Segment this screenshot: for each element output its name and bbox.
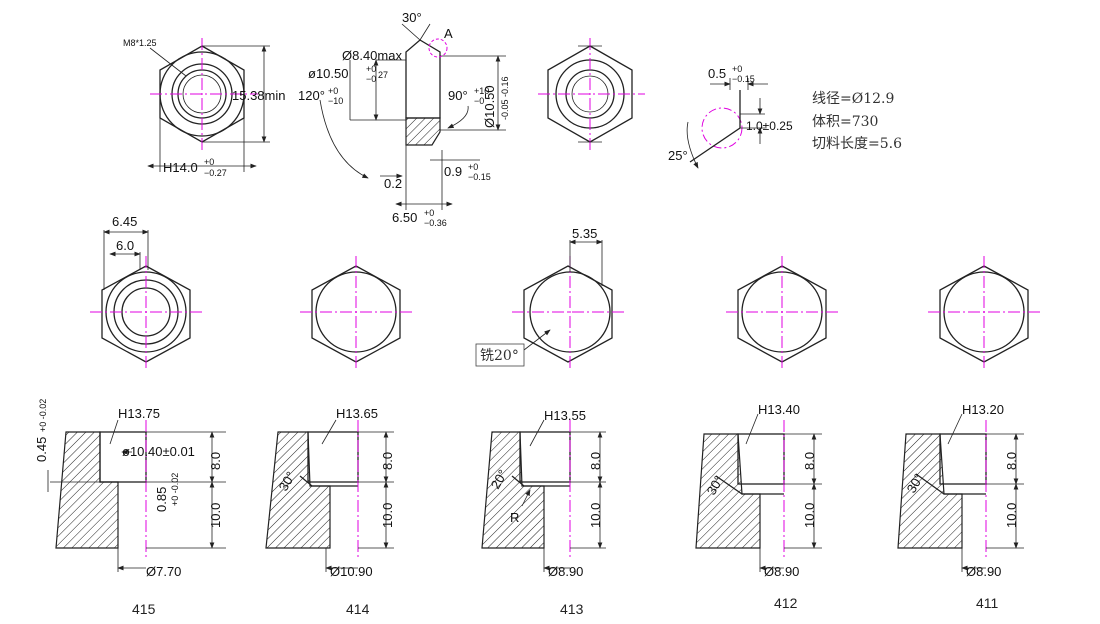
stage-414-h-label: H13.65 — [336, 406, 378, 421]
max-dia-label: Ø8.40max — [342, 48, 402, 63]
hex-width-tol-lower: −0.27 — [204, 168, 227, 178]
spec-line-1: 线径=Ø12.9 — [812, 91, 894, 107]
detail-width-tol-lower: −0.15 — [732, 74, 755, 84]
length-label: 6.50 — [392, 210, 417, 225]
length-tol-lower: −0.36 — [424, 218, 447, 228]
stage-411-upper: 8.0 — [1004, 452, 1019, 470]
stage-415-dia-label: Ø7.70 — [146, 564, 181, 579]
stage-415-number: 415 — [132, 601, 156, 617]
gap-label: 0.2 — [384, 176, 402, 191]
dia-label: ø10.50 — [308, 66, 348, 81]
spec-line-3: 切料长度=5.6 — [812, 136, 902, 152]
stage-415-upper: 8.0 — [208, 452, 223, 470]
step-tol-lower: −0.15 — [468, 172, 491, 182]
vert-dia-tol: -0.05 -0.16 — [500, 76, 510, 120]
stage-413-radius-label: R — [510, 510, 519, 525]
stage-415-h-label: H13.75 — [118, 406, 160, 421]
middle-hex-412 — [726, 256, 838, 370]
stage-413-dia-label: Ø8.90 — [548, 564, 583, 579]
vert-dia-label: Ø10.50 — [482, 85, 497, 128]
detail-a-view: 0.5 +0 −0.15 1.0±0.25 25° — [668, 64, 793, 169]
spec-line-2: 体积=730 — [812, 114, 878, 130]
stage-413-h-label: H13.55 — [544, 408, 586, 423]
angle-120-tol-lower: −10 — [328, 96, 343, 106]
stage-414: H13.65 8.0 10.0 30° Ø10.90 414 — [265, 406, 395, 617]
middle-hex-414 — [300, 256, 412, 370]
length-tol-upper: +0 — [424, 208, 434, 218]
middle-hex-415: 6.45 6.0 — [90, 214, 202, 370]
stage-412-dia-label: Ø8.90 — [764, 564, 799, 579]
stage-415-bore-label: ø10.40±0.01 — [122, 444, 195, 459]
dia-tol-extra: 27 — [378, 70, 388, 80]
stage-413-number: 413 — [560, 601, 584, 617]
stage-415-side-label: 0.45 — [34, 437, 49, 462]
dim-6-0: 6.0 — [116, 238, 134, 253]
detail-width-tol-upper: +0 — [732, 64, 742, 74]
stage-411-dia-label: Ø8.90 — [966, 564, 1001, 579]
dim-6-45: 6.45 — [112, 214, 137, 229]
detail-angle-label: 25° — [668, 148, 688, 163]
stage-414-dia-label: Ø10.90 — [330, 564, 373, 579]
dia-tol-lower: −0 — [366, 74, 376, 84]
detail-a-label: A — [444, 26, 453, 41]
middle-hex-413: 5.35 铣20° — [475, 226, 626, 370]
hex-width-tol-upper: +0 — [204, 157, 214, 167]
stage-415-step-label: 0.85 — [154, 487, 169, 512]
stage-411-number: 411 — [976, 595, 999, 611]
detail-width-label: 0.5 — [708, 66, 726, 81]
stage-412-upper: 8.0 — [802, 452, 817, 470]
dim-5-35: 5.35 — [572, 226, 597, 241]
angle-120-label: 120° — [298, 88, 325, 103]
stage-415-step-tol: +0 -0.02 — [170, 473, 180, 506]
angle-90-label: 90° — [448, 88, 468, 103]
stage-415-lower: 10.0 — [208, 503, 223, 528]
step-label: 0.9 — [444, 164, 462, 179]
specs-block: 线径=Ø12.9 体积=730 切料长度=5.6 — [812, 91, 902, 152]
stage-415: H13.75 ø10.40±0.01 8.0 10.0 0.45 +0 -0.0… — [34, 399, 226, 617]
stage-412-number: 412 — [774, 595, 798, 611]
angle-90-tol-upper: +10 — [474, 86, 489, 96]
thread-label: M8*1.25 — [123, 38, 157, 48]
stage-413-upper: 8.0 — [588, 452, 603, 470]
step-tol-upper: +0 — [468, 162, 478, 172]
dia-tol-upper: +0 — [366, 64, 376, 74]
stage-413: H13.55 8.0 10.0 20° R Ø8.90 413 — [481, 408, 606, 617]
stage-411-h-label: H13.20 — [962, 402, 1004, 417]
stage-412: H13.40 8.0 10.0 30° Ø8.90 412 — [695, 402, 822, 611]
mill-20-label: 铣20° — [480, 348, 519, 364]
top-hex-view-1: M8*1.25 15.38min H14.0 +0 −0.27 — [123, 38, 285, 178]
stage-411-lower: 10.0 — [1004, 503, 1019, 528]
angle-120-tol-upper: +0 — [328, 86, 338, 96]
stage-412-h-label: H13.40 — [758, 402, 800, 417]
detail-height-label: 1.0±0.25 — [746, 119, 793, 133]
across-corners-label: 15.38min — [232, 88, 285, 103]
stage-411: H13.20 8.0 10.0 30° Ø8.90 411 — [897, 402, 1024, 611]
stage-414-number: 414 — [346, 601, 370, 617]
stage-414-upper: 8.0 — [380, 452, 395, 470]
top-hex-view-3 — [538, 38, 645, 150]
chamfer-angle-label: 30° — [402, 10, 422, 25]
stage-413-lower: 10.0 — [588, 503, 603, 528]
hex-width-label: H14.0 — [163, 160, 198, 175]
stage-415-side-tol: +0 -0.02 — [38, 399, 48, 432]
angle-90-tol-lower: −0 — [474, 96, 484, 106]
stage-414-lower: 10.0 — [380, 503, 395, 528]
middle-hex-411 — [928, 256, 1040, 370]
stage-412-lower: 10.0 — [802, 503, 817, 528]
side-section-view: 30° A Ø8.40max ø10.50 +0 −0 27 120° +0 −… — [298, 10, 510, 228]
